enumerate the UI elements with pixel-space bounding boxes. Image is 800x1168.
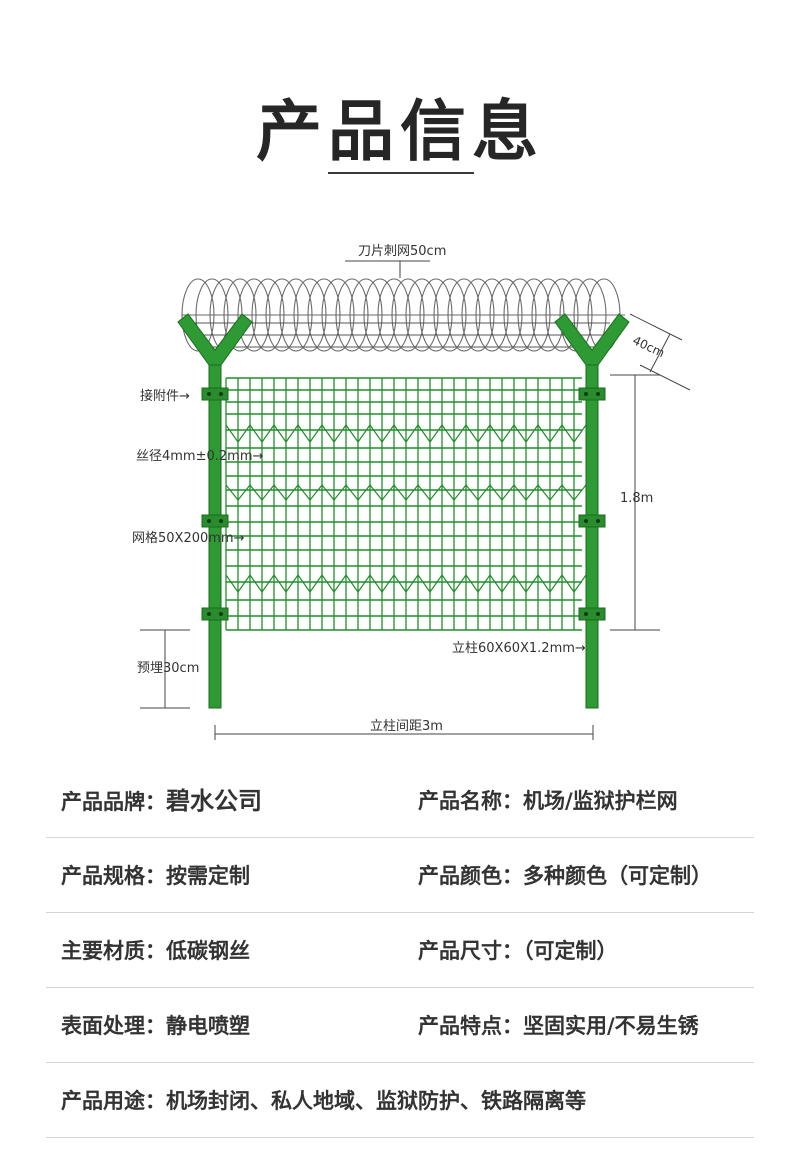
brand-value: 碧水公司 <box>166 787 262 815</box>
spec-row: 产品规格：按需定制 产品颜色：多种颜色（可定制） <box>46 838 754 913</box>
spec-row: 主要材质：低碳钢丝 产品尺寸：（可定制） <box>46 913 754 988</box>
size-label: 产品尺寸： <box>418 939 523 963</box>
color-field: 产品颜色：多种颜色（可定制） <box>418 838 712 912</box>
barbed-wire-lines <box>190 322 610 348</box>
surface-value: 静电喷塑 <box>166 1014 250 1038</box>
left-post <box>177 313 253 709</box>
product-name-label: 产品名称： <box>418 789 523 813</box>
title-underline <box>328 172 474 174</box>
usage-value: 机场封闭、私人地域、监狱防护、铁路隔离等 <box>166 1089 586 1113</box>
post-size-label: 立柱60X60X1.2mm→ <box>452 641 586 656</box>
mesh-size-label: 网格50X200mm→ <box>132 530 245 546</box>
arm-length-label: 40cm <box>630 333 666 360</box>
size-value: （可定制） <box>523 939 618 963</box>
spec-row-usage: 产品用途：机场封闭、私人地域、监狱防护、铁路隔离等 <box>46 1063 754 1138</box>
color-value: 多种颜色（可定制） <box>523 864 712 888</box>
dimension-lines <box>140 260 691 740</box>
material-value: 低碳钢丝 <box>166 939 250 963</box>
spec-label: 产品规格： <box>61 864 166 888</box>
wire-diameter-label: 丝径4mm±0.2mm→ <box>136 449 263 464</box>
fence-diagram: 刀片刺网50cm 40cm 接附件→ 丝径4mm±0.2mm→ 网格50X200… <box>132 244 691 740</box>
height-label: 1.8m <box>620 491 653 506</box>
material-field: 主要材质：低碳钢丝 <box>61 913 250 987</box>
spec-table: 产品品牌：碧水公司 产品名称：机场/监狱护栏网 产品规格：按需定制 产品颜色：多… <box>46 763 754 1138</box>
surface-label: 表面处理： <box>61 1014 166 1038</box>
connector-label: 接附件→ <box>140 388 190 404</box>
usage-field: 产品用途：机场封闭、私人地域、监狱防护、铁路隔离等 <box>61 1063 586 1137</box>
post-spacing-label: 立柱间距3m <box>370 719 443 734</box>
spec-value: 按需定制 <box>166 864 250 888</box>
page-title: 产品信息 <box>256 93 544 170</box>
surface-field: 表面处理：静电喷塑 <box>61 988 250 1062</box>
features-label: 产品特点： <box>418 1014 523 1038</box>
spec-row: 表面处理：静电喷塑 产品特点：坚固实用/不易生锈 <box>46 988 754 1063</box>
product-name-value: 机场/监狱护栏网 <box>523 789 678 813</box>
embed-depth-label: 预埋30cm <box>137 661 199 676</box>
features-field: 产品特点：坚固实用/不易生锈 <box>418 988 699 1062</box>
features-value: 坚固实用/不易生锈 <box>523 1014 699 1038</box>
brand-field: 产品品牌：碧水公司 <box>61 763 262 837</box>
color-label: 产品颜色： <box>418 864 523 888</box>
welded-mesh-panel <box>225 377 587 631</box>
spec-row: 产品品牌：碧水公司 产品名称：机场/监狱护栏网 <box>46 763 754 838</box>
material-label: 主要材质： <box>61 939 166 963</box>
brand-label: 产品品牌： <box>61 790 166 814</box>
razor-wire-label: 刀片刺网50cm <box>358 244 446 259</box>
usage-label: 产品用途： <box>61 1089 166 1113</box>
product-name-field: 产品名称：机场/监狱护栏网 <box>418 763 678 837</box>
razor-wire-coils <box>181 278 625 352</box>
right-post <box>554 313 630 709</box>
spec-field: 产品规格：按需定制 <box>61 838 250 912</box>
size-field: 产品尺寸：（可定制） <box>418 913 618 987</box>
